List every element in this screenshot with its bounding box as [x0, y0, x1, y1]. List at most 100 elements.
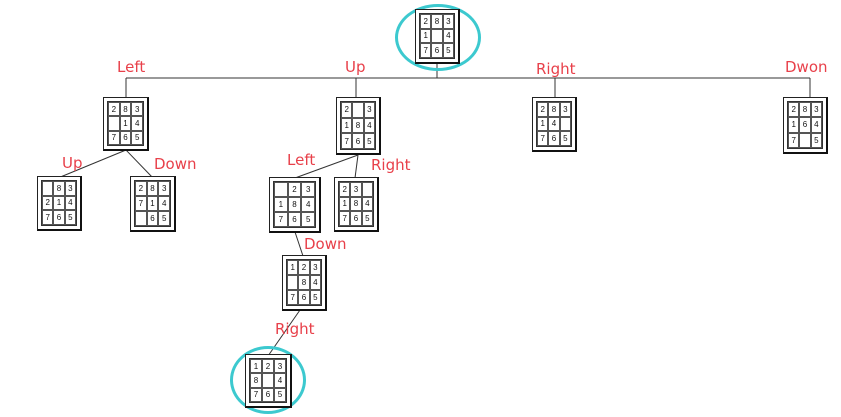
puzzle-tile: 1 — [250, 359, 262, 374]
puzzle-tile: 3 — [301, 182, 315, 197]
puzzle-tile: 8 — [431, 14, 443, 29]
puzzle-tile: 4 — [309, 275, 321, 290]
blank-tile — [108, 116, 120, 131]
puzzle-tile: 2 — [339, 182, 351, 197]
puzzle-tile: 6 — [548, 131, 560, 146]
puzzle-tile: 6 — [53, 210, 65, 225]
puzzle-tile: 4 — [301, 197, 315, 212]
puzzle-tile: 7 — [108, 130, 120, 145]
puzzle-tile: 8 — [53, 181, 65, 196]
label-left-down: Down — [154, 155, 197, 173]
puzzle-tile: 3 — [64, 181, 76, 196]
puzzle-tile: 1 — [53, 195, 65, 211]
puzzle-tile: 1 — [274, 197, 288, 212]
puzzle-tile: 4 — [442, 28, 454, 44]
puzzle-tile: 8 — [287, 197, 302, 212]
puzzle-tile: 2 — [42, 195, 54, 211]
puzzle-tile: 4 — [131, 116, 143, 131]
edge-left-down — [125, 149, 154, 179]
edge-left-up — [57, 149, 127, 179]
puzzle-tile: 6 — [262, 387, 274, 402]
puzzle-tile: 6 — [298, 290, 310, 305]
label-final-right: Right — [275, 320, 315, 338]
puzzle-tile: 5 — [131, 130, 143, 145]
puzzle-tile: 7 — [420, 43, 432, 58]
puzzle-tile: 7 — [287, 290, 299, 305]
puzzle-tile: 5 — [64, 210, 76, 225]
puzzle-tile: 2 — [420, 14, 432, 29]
puzzle-tile: 1 — [146, 196, 159, 211]
puzzle-tile: 8 — [548, 102, 560, 117]
puzzle-tile: 5 — [274, 387, 286, 402]
puzzle-tile: 3 — [559, 102, 571, 117]
puzzle-tile: 1 — [420, 28, 432, 44]
puzzle-tile: 3 — [442, 14, 454, 29]
puzzle-tile: 2 — [341, 102, 353, 118]
puzzle-tile: 3 — [350, 182, 362, 197]
puzzle-tile: 7 — [537, 131, 549, 146]
puzzle-tile: 1 — [537, 116, 549, 132]
label-up-right: Right — [371, 156, 411, 174]
puzzle-tile: 3 — [810, 102, 822, 118]
puzzle-tile: 5 — [559, 131, 571, 146]
puzzle-tile: 4 — [274, 373, 286, 388]
puzzle-tile: 8 — [352, 117, 364, 134]
puzzle-tile: 2 — [298, 260, 310, 275]
puzzle-tile: 7 — [339, 211, 351, 226]
blank-tile — [559, 116, 571, 132]
puzzle-tile: 8 — [119, 102, 132, 117]
puzzle-tile: 7 — [42, 210, 54, 225]
puzzle-tile: 2 — [135, 181, 147, 196]
puzzle-tile: 4 — [361, 196, 373, 212]
puzzle-tile: 5 — [301, 212, 315, 227]
puzzle-tile: 1 — [339, 196, 351, 212]
puzzle-tile: 5 — [810, 132, 822, 148]
edge-up-left — [294, 154, 359, 179]
puzzle-tile: 7 — [341, 133, 353, 149]
edge-upleft-down — [294, 231, 304, 257]
puzzle-tile: 4 — [810, 117, 822, 133]
blank-tile — [431, 28, 443, 44]
puzzle-tile: 8 — [146, 181, 159, 196]
puzzle-tile: 5 — [361, 211, 373, 226]
puzzle-tile: 6 — [287, 212, 302, 227]
puzzle-tile: 4 — [363, 117, 375, 134]
label-root-down: Dwon — [785, 58, 828, 76]
puzzle-tile: 3 — [309, 260, 321, 275]
edge-up-right — [354, 154, 359, 179]
puzzle-tile: 1 — [341, 117, 353, 134]
label-root-left: Left — [117, 58, 146, 76]
puzzle-tile: 7 — [274, 212, 288, 227]
blank-tile — [287, 275, 299, 290]
puzzle-tile: 3 — [363, 102, 375, 118]
puzzle-tile: 3 — [131, 102, 143, 117]
label-upleft-down: Down — [304, 235, 347, 253]
puzzle-tile: 5 — [442, 43, 454, 58]
puzzle-tile: 2 — [108, 102, 120, 117]
blank-tile — [361, 182, 373, 197]
puzzle-tile: 4 — [64, 195, 76, 211]
puzzle-tile: 4 — [548, 116, 560, 132]
puzzle-tile: 7 — [135, 196, 147, 211]
blank-tile — [135, 211, 147, 226]
puzzle-tile: 3 — [274, 359, 286, 374]
